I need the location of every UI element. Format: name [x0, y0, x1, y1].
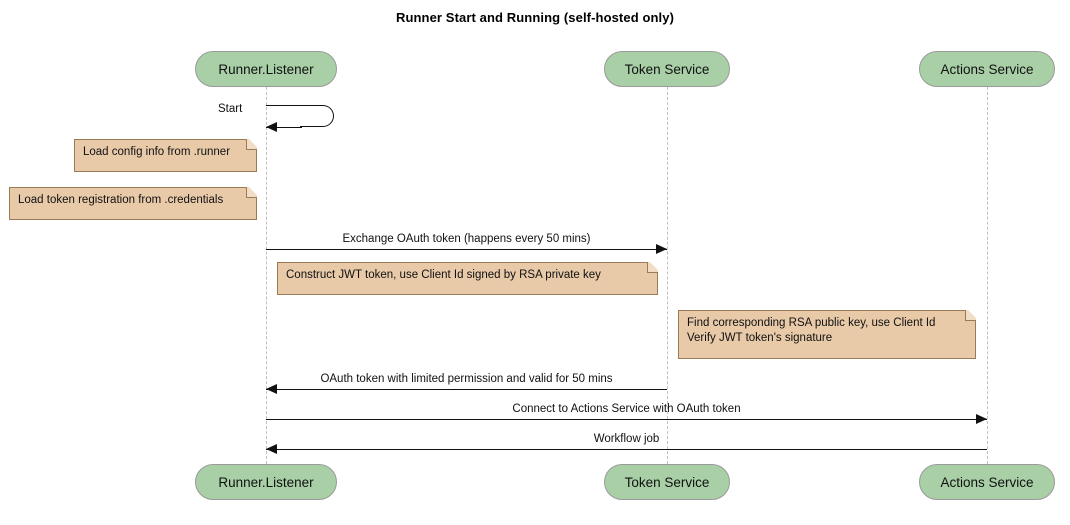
note-fold-corner: [647, 261, 659, 273]
participant-runner-bottom[interactable]: Runner.Listener: [195, 464, 337, 500]
note-load-config: Load config info from .runner: [74, 138, 258, 172]
message-connect-to-actions-service[interactable]: [266, 419, 987, 420]
message-workflow-job[interactable]: [266, 449, 987, 450]
note-text: Find corresponding RSA public key, use C…: [687, 317, 936, 329]
participant-actions-top[interactable]: Actions Service: [919, 51, 1055, 87]
lifeline-actions: [987, 87, 988, 464]
note-text: Construct JWT token, use Client Id signe…: [286, 269, 601, 281]
self-loop-curve: [300, 105, 334, 127]
note-text: Verify JWT token's signature: [687, 332, 833, 344]
note-fold-corner: [246, 186, 258, 198]
participant-label: Token Service: [624, 474, 710, 490]
participant-label: Actions Service: [940, 474, 1034, 490]
note-fold-corner: [246, 138, 258, 150]
participant-token-top[interactable]: Token Service: [604, 51, 730, 87]
participant-label: Runner.Listener: [218, 474, 314, 490]
participant-token-bottom[interactable]: Token Service: [604, 464, 730, 500]
lifeline-token: [667, 87, 668, 464]
note-text: Load config info from .runner: [83, 146, 231, 158]
arrowhead-right: [656, 244, 667, 254]
message-start[interactable]: [266, 105, 334, 128]
self-loop-bottom: [266, 127, 302, 128]
message-exchange-oauth-token[interactable]: [266, 249, 667, 250]
message-label: Start: [218, 103, 243, 115]
lifeline-runner: [266, 87, 267, 464]
self-loop-top: [266, 105, 302, 106]
message-label: Workflow job: [593, 433, 660, 445]
note-load-token-registration: Load token registration from .credential…: [9, 186, 258, 220]
arrowhead-left: [266, 384, 277, 394]
note-text: Load token registration from .credential…: [18, 194, 224, 206]
message-label: Connect to Actions Service with OAuth to…: [512, 403, 741, 415]
participant-label: Token Service: [624, 61, 710, 77]
participant-label: Runner.Listener: [218, 61, 314, 77]
message-label: Exchange OAuth token (happens every 50 m…: [342, 233, 591, 245]
message-label: OAuth token with limited permission and …: [320, 373, 613, 385]
arrowhead-left: [266, 444, 277, 454]
arrowhead-right: [976, 414, 987, 424]
participant-runner-top[interactable]: Runner.Listener: [195, 51, 337, 87]
message-oauth-token-response[interactable]: [266, 389, 667, 390]
note-fold-corner: [965, 309, 977, 321]
note-verify-jwt-token: Find corresponding RSA public key, use C…: [678, 309, 977, 359]
note-construct-jwt-token: Construct JWT token, use Client Id signe…: [277, 261, 659, 295]
participant-label: Actions Service: [940, 61, 1034, 77]
participant-actions-bottom[interactable]: Actions Service: [919, 464, 1055, 500]
arrowhead-left: [266, 122, 277, 132]
page-title: Runner Start and Running (self-hosted on…: [395, 10, 675, 25]
